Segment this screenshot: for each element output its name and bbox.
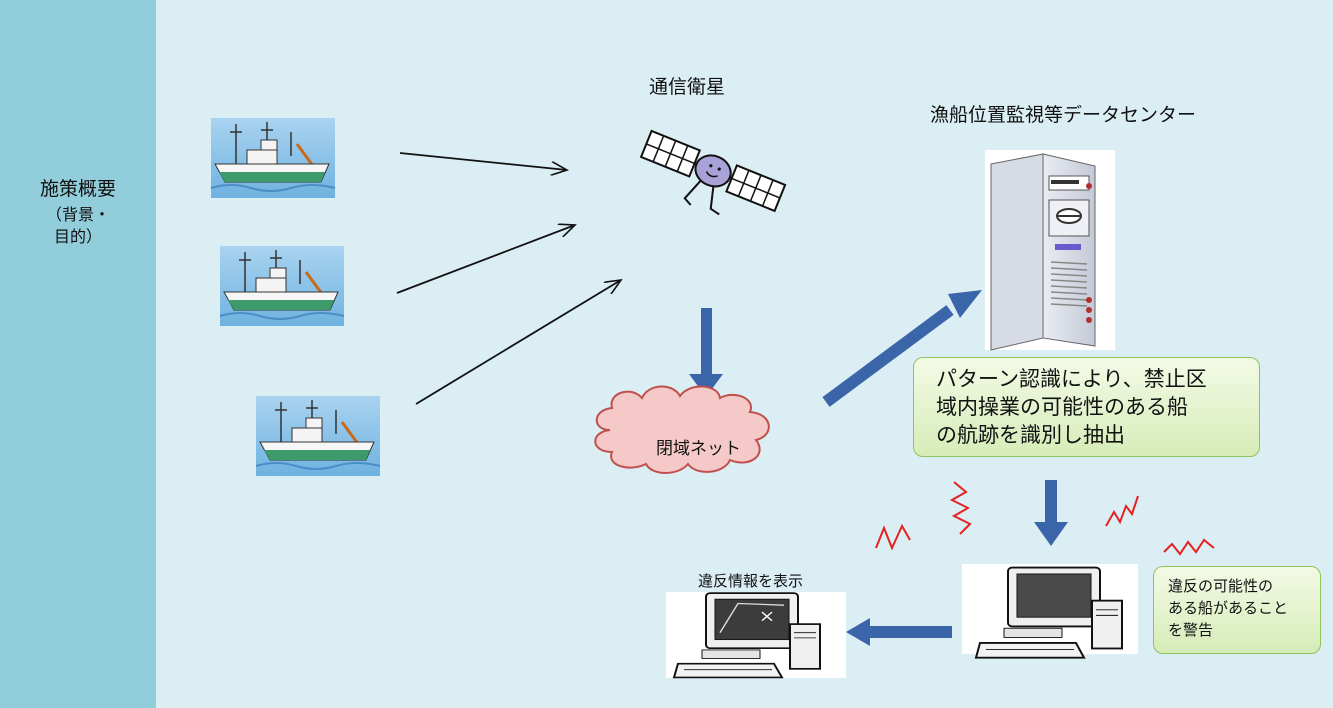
signal-zigzag-4 — [1163, 538, 1215, 556]
warning-box: 違反の可能性の ある船があること を警告 — [1153, 566, 1321, 654]
sidebar-title: 施策概要 — [39, 178, 116, 200]
satellite-label: 通信衛星 — [649, 76, 726, 98]
arrow-satellite-network — [689, 308, 723, 397]
fishing-boat-3 — [254, 394, 382, 478]
datacenter-label: 漁船位置監視等データセンター — [930, 104, 1197, 126]
arrow-boat1-satellite — [399, 152, 567, 170]
warning-box-line1: 違反の可能性の — [1168, 577, 1274, 595]
arrow-boat3-satellite — [415, 280, 621, 405]
satellite-icon — [639, 129, 787, 216]
warning-box-line2: ある船があること — [1168, 599, 1289, 617]
network-label: 閉域ネット — [656, 439, 741, 459]
pattern-box-line3: の航跡を識別し抽出 — [936, 423, 1125, 447]
signal-zigzag-1 — [875, 523, 911, 551]
sidebar: 施策概要 （背景・ 目的） — [0, 0, 156, 708]
sidebar-subtitle-line1: （背景・ — [45, 205, 110, 224]
closed-network-cloud — [594, 385, 770, 474]
pattern-box-line1: パターン認識により、禁止区 — [936, 367, 1207, 391]
arrow-network-datacenter-head — [948, 290, 982, 318]
warning-box-line3: を警告 — [1168, 621, 1214, 639]
server-tower-icon — [985, 150, 1115, 351]
sidebar-subtitle-line2: 目的） — [53, 227, 102, 246]
display-computer-icon — [666, 592, 846, 679]
pattern-recognition-box: パターン認識により、禁止区 域内操業の可能性のある船 の航跡を識別し抽出 — [913, 357, 1260, 457]
terminal-computer-icon — [962, 564, 1138, 659]
display-label: 違反情報を表示 — [698, 572, 804, 590]
pattern-box-line2: 域内操業の可能性のある船 — [936, 395, 1188, 419]
arrow-boat2-satellite — [396, 225, 575, 294]
signal-zigzag-2 — [949, 481, 972, 535]
fishing-boat-2 — [218, 244, 346, 328]
arrow-datacenter-terminal — [1034, 480, 1068, 546]
arrow-network-datacenter — [822, 305, 954, 407]
signal-zigzag-3 — [1105, 495, 1139, 527]
arrow-terminal-display — [846, 618, 952, 646]
fishing-boat-1 — [209, 116, 337, 200]
